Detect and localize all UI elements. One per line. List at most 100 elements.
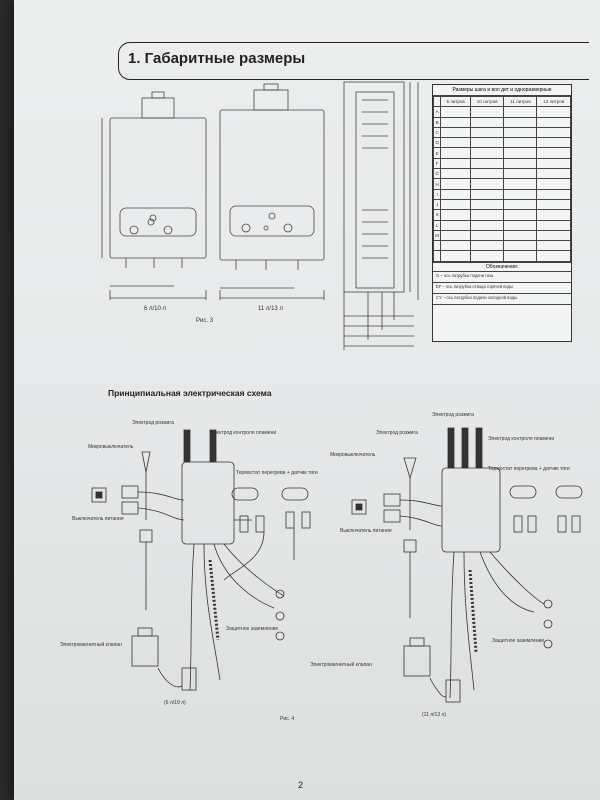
table-cell bbox=[536, 209, 571, 221]
table-cell bbox=[440, 178, 471, 190]
table-cell bbox=[536, 219, 571, 231]
heater-left-label: 6 л/10 л bbox=[144, 306, 167, 312]
table-row bbox=[432, 240, 571, 252]
right-ignition-electrode-label-2: Электрод розжига bbox=[376, 430, 418, 436]
table-cell bbox=[503, 250, 538, 262]
table-cell bbox=[536, 188, 571, 200]
table-cell bbox=[440, 157, 471, 170]
table-row bbox=[432, 250, 571, 262]
table-cell bbox=[440, 147, 471, 159]
table-row: F bbox=[432, 157, 571, 170]
table-cell bbox=[440, 168, 471, 180]
table-cell: I bbox=[432, 188, 442, 200]
table-cell: D bbox=[432, 137, 442, 149]
table-cell bbox=[503, 126, 538, 139]
table-cell: E bbox=[432, 147, 442, 159]
table-cell bbox=[536, 229, 571, 242]
table-cell: J bbox=[432, 198, 442, 211]
table-cell bbox=[503, 178, 538, 190]
right-ignition-electrode-label: Электрод розжига bbox=[432, 412, 474, 418]
table-cell: G bbox=[432, 168, 442, 180]
fig4-caption: Рис. 4 bbox=[280, 716, 295, 722]
table-cell: A bbox=[432, 106, 442, 118]
table-cell bbox=[440, 116, 471, 128]
table-cell bbox=[503, 137, 538, 149]
table-cell bbox=[469, 137, 505, 149]
table-cell bbox=[536, 198, 571, 211]
table-cell bbox=[469, 126, 505, 139]
table-cell bbox=[503, 116, 538, 128]
title-frame bbox=[118, 42, 589, 80]
left-power-switch-label: Выключатель питания bbox=[72, 516, 124, 522]
table-cell bbox=[503, 240, 538, 252]
electric-scheme-left bbox=[91, 429, 311, 691]
left-solenoid-valve-label: Электромагнитный клапан bbox=[60, 642, 122, 648]
table-cell bbox=[536, 168, 571, 180]
table-cell bbox=[536, 250, 571, 262]
table-cell bbox=[503, 106, 538, 118]
table-cell: B bbox=[432, 116, 442, 128]
table-cell bbox=[440, 229, 471, 242]
table-cell bbox=[536, 178, 571, 190]
table-cell bbox=[536, 147, 571, 159]
table-cell bbox=[469, 168, 505, 180]
table-cell bbox=[432, 240, 442, 252]
table-cell bbox=[536, 126, 571, 139]
table-header-cell: 13 литров bbox=[536, 95, 571, 108]
table-row: J bbox=[432, 198, 571, 211]
table-row: H bbox=[432, 178, 571, 190]
table-cell bbox=[432, 250, 442, 262]
table-cell bbox=[440, 219, 471, 231]
right-scheme-caption: (11 л/13 л) bbox=[422, 712, 447, 718]
table-row: G bbox=[432, 168, 571, 180]
table-cell: K bbox=[432, 209, 442, 221]
table-row: C bbox=[432, 126, 571, 139]
technical-drawings bbox=[91, 81, 583, 703]
table-cell bbox=[503, 168, 538, 180]
table-header-cell: 11 литров bbox=[503, 95, 538, 108]
table-cell bbox=[469, 157, 505, 170]
table-cell bbox=[469, 209, 505, 221]
table-cell bbox=[440, 209, 471, 221]
table-cell bbox=[440, 126, 471, 139]
heater-side-view bbox=[343, 81, 419, 350]
table-cell bbox=[536, 240, 571, 252]
table-cell: L bbox=[432, 219, 442, 231]
dimensions-table: Размеры шага и вол дет и одноразмерные 6… bbox=[432, 84, 572, 342]
table-cell bbox=[503, 219, 538, 231]
right-power-switch-label: Выключатель питания bbox=[340, 528, 392, 534]
table-cell bbox=[440, 188, 471, 200]
table-cell bbox=[469, 178, 505, 190]
table-cell bbox=[440, 137, 471, 149]
table-cell bbox=[503, 188, 538, 200]
note-hot-water: EF – ось патрубка отвода горячей воды bbox=[433, 283, 571, 294]
table-cell bbox=[503, 147, 538, 159]
table-cell bbox=[503, 209, 538, 221]
note-cold-water: CY – ось патрубка подачи холодной воды bbox=[433, 294, 571, 305]
table-cell bbox=[440, 198, 471, 211]
table-cell bbox=[469, 188, 505, 200]
table-cell bbox=[469, 116, 505, 128]
table-cell bbox=[503, 229, 538, 242]
table-title: Размеры шага и вол дет и одноразмерные bbox=[433, 85, 571, 96]
table-row: A bbox=[432, 106, 571, 118]
left-grounding-label: Защитное заземление bbox=[226, 626, 279, 632]
page-number: 2 bbox=[298, 780, 304, 790]
table-cell bbox=[536, 157, 571, 170]
table-row: B bbox=[432, 116, 571, 128]
left-scheme-caption: (6 л/10 л) bbox=[164, 700, 186, 706]
electric-scheme-right bbox=[351, 427, 583, 703]
right-grounding-label: Защитное заземление bbox=[492, 638, 545, 644]
table-cell bbox=[469, 250, 505, 262]
table-cell bbox=[469, 219, 505, 231]
table-header-cell: 10 литров bbox=[469, 95, 505, 108]
left-flame-electrode-label: Электрод контроля пламени bbox=[210, 430, 277, 436]
table-cell bbox=[440, 106, 471, 118]
right-microswitch-label: Микровыключатель bbox=[330, 452, 376, 458]
note-gas: G – ось патрубка подачи газа bbox=[433, 272, 571, 283]
table-cell bbox=[503, 157, 538, 170]
right-flame-electrode-label: Электрод контроля пламени bbox=[488, 436, 555, 442]
right-solenoid-valve-label: Электромагнитный клапан bbox=[310, 662, 372, 668]
